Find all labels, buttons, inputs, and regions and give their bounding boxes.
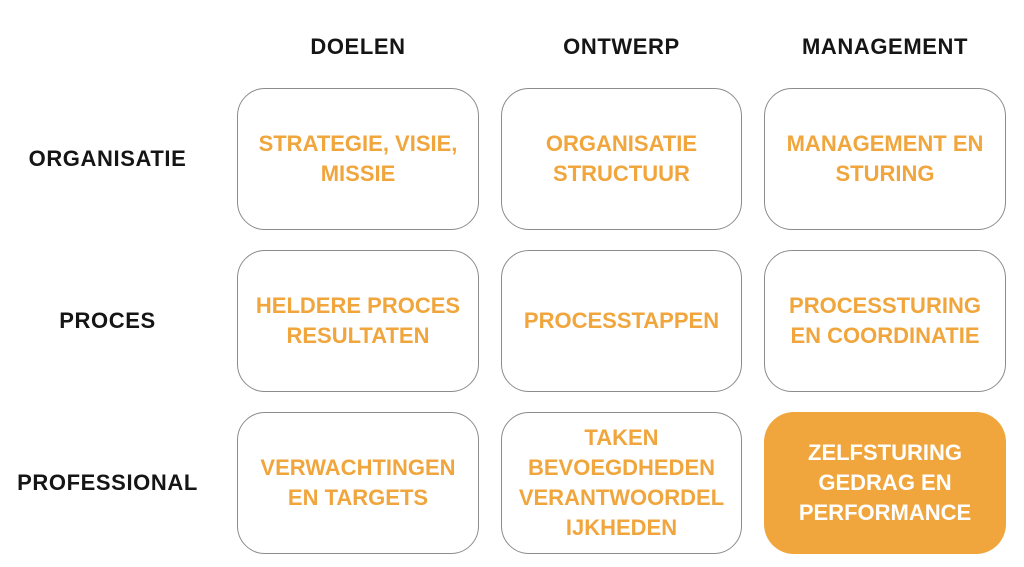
column-header-ontwerp: ONTWERP xyxy=(563,34,680,59)
cell-text: HELDERE PROCES RESULTATEN xyxy=(255,293,461,348)
cell-text: PROCESSTURING EN COORDINATIE xyxy=(789,293,981,348)
cell-text: ORGANISATIE STRUCTUUR xyxy=(545,131,698,186)
cell-professional-doelen: VERWACHTINGEN EN TARGETS xyxy=(237,412,479,554)
cell-professional-management-highlighted: ZELFSTURING GEDRAG EN PERFORMANCE xyxy=(764,412,1006,554)
cell-text: TAKEN BEVOEGDHEDEN VERANTWOORDEL IJKHEDE… xyxy=(518,425,725,540)
row-header-organisatie: ORGANISATIE xyxy=(28,146,187,171)
column-header-doelen: DOELEN xyxy=(310,34,406,59)
cell-text: ZELFSTURING GEDRAG EN PERFORMANCE xyxy=(798,440,972,525)
cell-text: VERWACHTINGEN EN TARGETS xyxy=(260,455,456,510)
row-header-proces: PROCES xyxy=(59,308,156,333)
cell-professional-ontwerp: TAKEN BEVOEGDHEDEN VERANTWOORDEL IJKHEDE… xyxy=(501,412,742,554)
cell-proces-ontwerp: PROCESSTAPPEN xyxy=(501,250,742,392)
cell-proces-doelen: HELDERE PROCES RESULTATEN xyxy=(237,250,479,392)
matrix-grid: DOELEN ONTWERP MANAGEMENT ORGANISATIE ST… xyxy=(0,0,1006,554)
cell-organisatie-management: MANAGEMENT EN STURING xyxy=(764,88,1006,230)
cell-text: MANAGEMENT EN STURING xyxy=(786,131,984,186)
column-header-management: MANAGEMENT xyxy=(801,34,969,59)
corner-spacer xyxy=(0,0,215,68)
row-header-professional: PROFESSIONAL xyxy=(17,470,198,495)
cell-organisatie-doelen: STRATEGIE, VISIE, MISSIE xyxy=(237,88,479,230)
cell-text: PROCESSTAPPEN xyxy=(523,308,720,333)
cell-proces-management: PROCESSTURING EN COORDINATIE xyxy=(764,250,1006,392)
cell-text: STRATEGIE, VISIE, MISSIE xyxy=(258,131,458,186)
cell-organisatie-ontwerp: ORGANISATIE STRUCTUUR xyxy=(501,88,742,230)
